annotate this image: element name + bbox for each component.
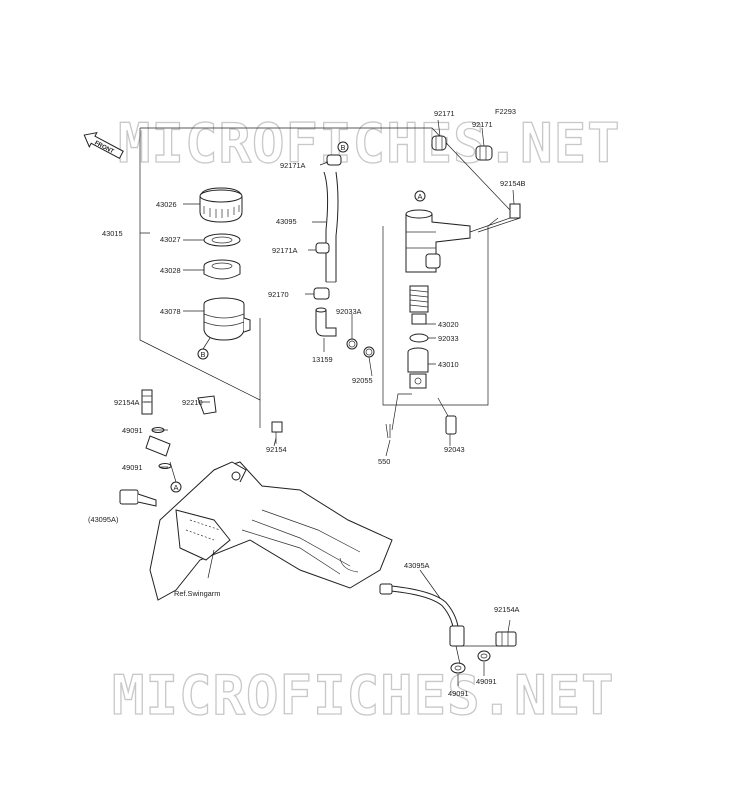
label-43095A-paren: (43095A) bbox=[88, 515, 118, 524]
diaphragm bbox=[203, 259, 241, 280]
label-13159: 13159 bbox=[312, 355, 333, 364]
watermark-top: MICROFICHES.NET bbox=[118, 112, 621, 175]
bolt-92154B bbox=[469, 203, 521, 233]
label-92171A-mid: 92171A bbox=[272, 246, 298, 255]
label-43027: 43027 bbox=[160, 235, 181, 244]
label-43010: 43010 bbox=[438, 360, 459, 369]
label-43015: 43015 bbox=[102, 229, 123, 238]
elbow-13159 bbox=[315, 307, 337, 337]
label-92210: 92210 bbox=[182, 398, 203, 407]
svg-text:A: A bbox=[174, 483, 179, 492]
label-49091-mid: 49091 bbox=[122, 463, 143, 472]
oring-92055 bbox=[363, 346, 375, 358]
label-ref-swingarm: Ref.Swingarm bbox=[174, 589, 220, 598]
label-92171-right: 92171 bbox=[472, 120, 493, 129]
cotter-pin-550 bbox=[385, 423, 391, 439]
label-92055: 92055 bbox=[352, 376, 373, 385]
label-550: 550 bbox=[378, 457, 390, 466]
callout-b-top: B bbox=[337, 141, 349, 153]
swingarm bbox=[149, 461, 393, 601]
push-rod-43010 bbox=[407, 347, 429, 389]
oring-92033 bbox=[409, 333, 429, 343]
label-92170: 92170 bbox=[268, 290, 289, 299]
reservoir-tank bbox=[203, 297, 251, 341]
label-92154A-left: 92154A bbox=[114, 398, 140, 407]
label-92033A: 92033A bbox=[336, 307, 362, 316]
label-92154: 92154 bbox=[266, 445, 287, 454]
hose-43095A-left bbox=[89, 422, 157, 507]
label-92171-left: 92171 bbox=[434, 109, 455, 118]
label-43095A: 43095A bbox=[404, 561, 430, 570]
label-92033: 92033 bbox=[438, 334, 459, 343]
label-92171A-top: 92171A bbox=[280, 161, 306, 170]
label-diagram-code: F2293 bbox=[495, 107, 516, 116]
clamp-92171-left bbox=[431, 135, 447, 151]
label-92043: 92043 bbox=[444, 445, 465, 454]
clamp-92171A-top bbox=[326, 154, 342, 166]
clamp-92171A-mid bbox=[315, 242, 330, 254]
hose-43095A-right bbox=[379, 583, 465, 665]
svg-text:A: A bbox=[418, 192, 423, 201]
label-43095: 43095 bbox=[276, 217, 297, 226]
label-49091-top: 49091 bbox=[122, 426, 143, 435]
label-43026: 43026 bbox=[156, 200, 177, 209]
hose-43095 bbox=[323, 171, 339, 283]
label-43020: 43020 bbox=[438, 320, 459, 329]
callout-a-bottom: A bbox=[169, 461, 182, 493]
label-49091-bottom-left: 49091 bbox=[448, 689, 469, 698]
bolt-92154 bbox=[271, 421, 283, 444]
clamp-92171-right bbox=[475, 145, 493, 161]
watermark-bottom: MICROFICHES.NET bbox=[112, 664, 615, 727]
callout-b-bottom: B bbox=[197, 337, 211, 360]
oring-92033A bbox=[346, 338, 358, 350]
banjo-bolt-92154A-right bbox=[495, 631, 517, 647]
callout-a-top: A bbox=[414, 190, 426, 202]
svg-text:B: B bbox=[201, 350, 206, 359]
label-92154B: 92154B bbox=[500, 179, 526, 188]
washer-49091-bottom-right bbox=[477, 650, 491, 662]
master-cylinder-body bbox=[405, 209, 471, 273]
label-49091-bottom-right: 49091 bbox=[476, 677, 497, 686]
bracket-92210 bbox=[197, 395, 217, 415]
clamp-92170 bbox=[313, 287, 330, 300]
svg-text:B: B bbox=[341, 143, 346, 152]
washer-49091-bottom-left bbox=[450, 662, 466, 674]
spring-43020 bbox=[409, 285, 429, 325]
reservoir-cap bbox=[199, 187, 243, 223]
washer-49091-mid bbox=[158, 463, 172, 469]
label-92154A-right: 92154A bbox=[494, 605, 520, 614]
hose-fitting-upper bbox=[145, 435, 171, 457]
label-43028: 43028 bbox=[160, 266, 181, 275]
pin-92043 bbox=[437, 397, 457, 435]
diaphragm-plate bbox=[203, 233, 241, 247]
label-43078: 43078 bbox=[160, 307, 181, 316]
